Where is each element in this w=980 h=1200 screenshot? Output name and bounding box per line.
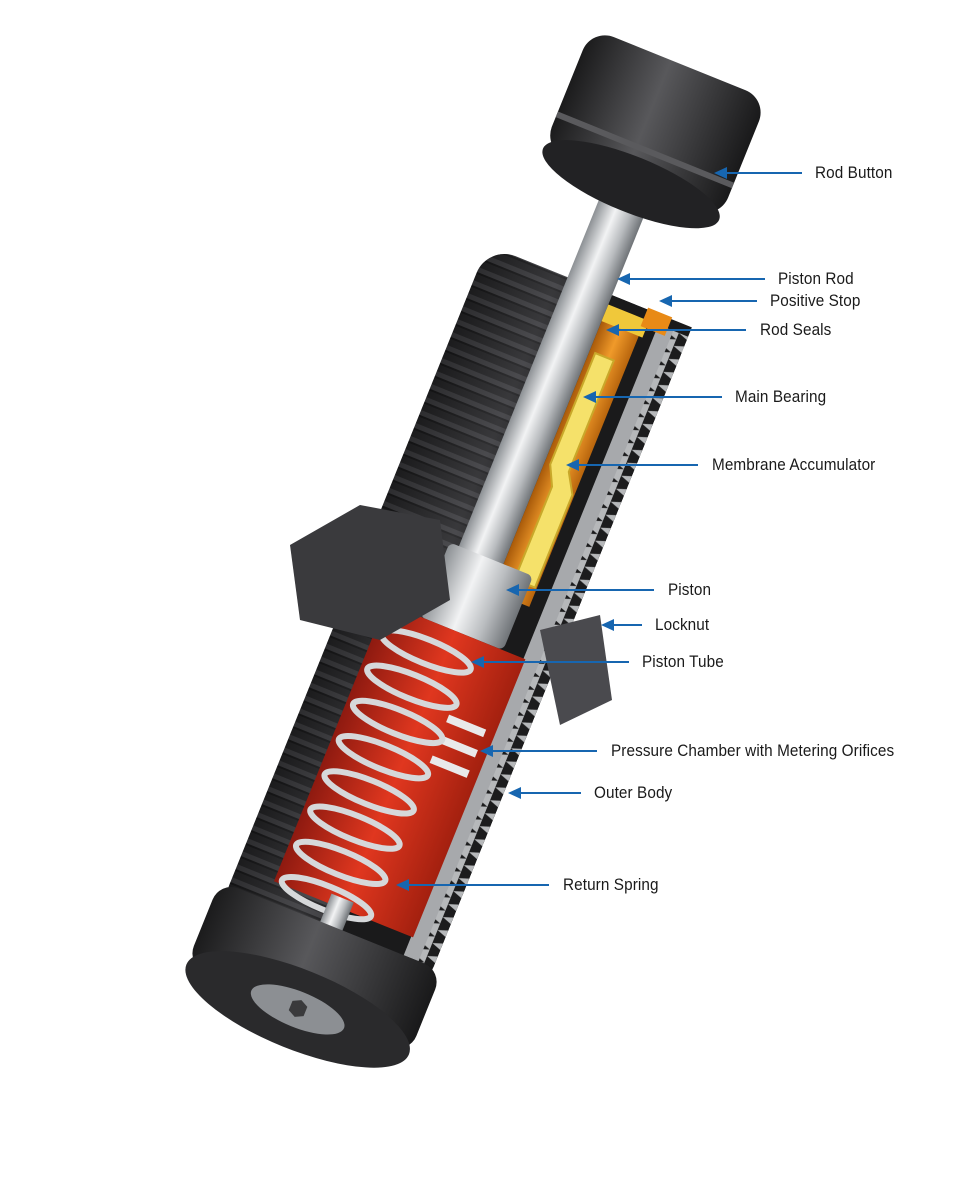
callout-label: Piston xyxy=(668,580,712,599)
leader-line xyxy=(724,172,802,174)
piston-tube-shape xyxy=(273,603,526,938)
callout-label: Membrane Accumulator xyxy=(712,455,876,474)
arrow-head-icon xyxy=(508,787,521,799)
arrow-head-icon xyxy=(583,391,596,403)
arrow-head-icon xyxy=(396,879,409,891)
leader-line xyxy=(627,278,765,280)
piston-rod-shape xyxy=(455,165,658,574)
callout-label: Return Spring xyxy=(563,875,659,894)
leader-line xyxy=(669,300,757,302)
arrow-head-icon xyxy=(714,167,727,179)
callout-label: Rod Button xyxy=(815,163,893,182)
callout-label: Main Bearing xyxy=(735,387,827,406)
arrow-head-icon xyxy=(601,619,614,631)
arrow-head-icon xyxy=(617,273,630,285)
arrow-head-icon xyxy=(659,295,672,307)
arrow-head-icon xyxy=(566,459,579,471)
callout-label: Locknut xyxy=(655,615,710,634)
leader-line xyxy=(518,792,581,794)
arrow-head-icon xyxy=(471,656,484,668)
leader-line xyxy=(593,396,722,398)
callout-label: Piston Rod xyxy=(778,269,854,288)
callout-label: Piston Tube xyxy=(642,652,724,671)
callout-label: Pressure Chamber with Metering Orifices xyxy=(611,741,895,760)
leader-line xyxy=(611,624,642,626)
callout-label: Positive Stop xyxy=(770,291,861,310)
leader-line xyxy=(616,329,746,331)
leader-line xyxy=(576,464,698,466)
callout-label: Rod Seals xyxy=(760,320,832,339)
arrow-head-icon xyxy=(606,324,619,336)
arrow-head-icon xyxy=(480,745,493,757)
arrow-head-icon xyxy=(506,584,519,596)
leader-line xyxy=(516,589,654,591)
leader-line xyxy=(490,750,597,752)
leader-line xyxy=(481,661,629,663)
locknut-shape xyxy=(290,505,612,725)
leader-line xyxy=(406,884,549,886)
callout-label: Outer Body xyxy=(594,783,673,802)
